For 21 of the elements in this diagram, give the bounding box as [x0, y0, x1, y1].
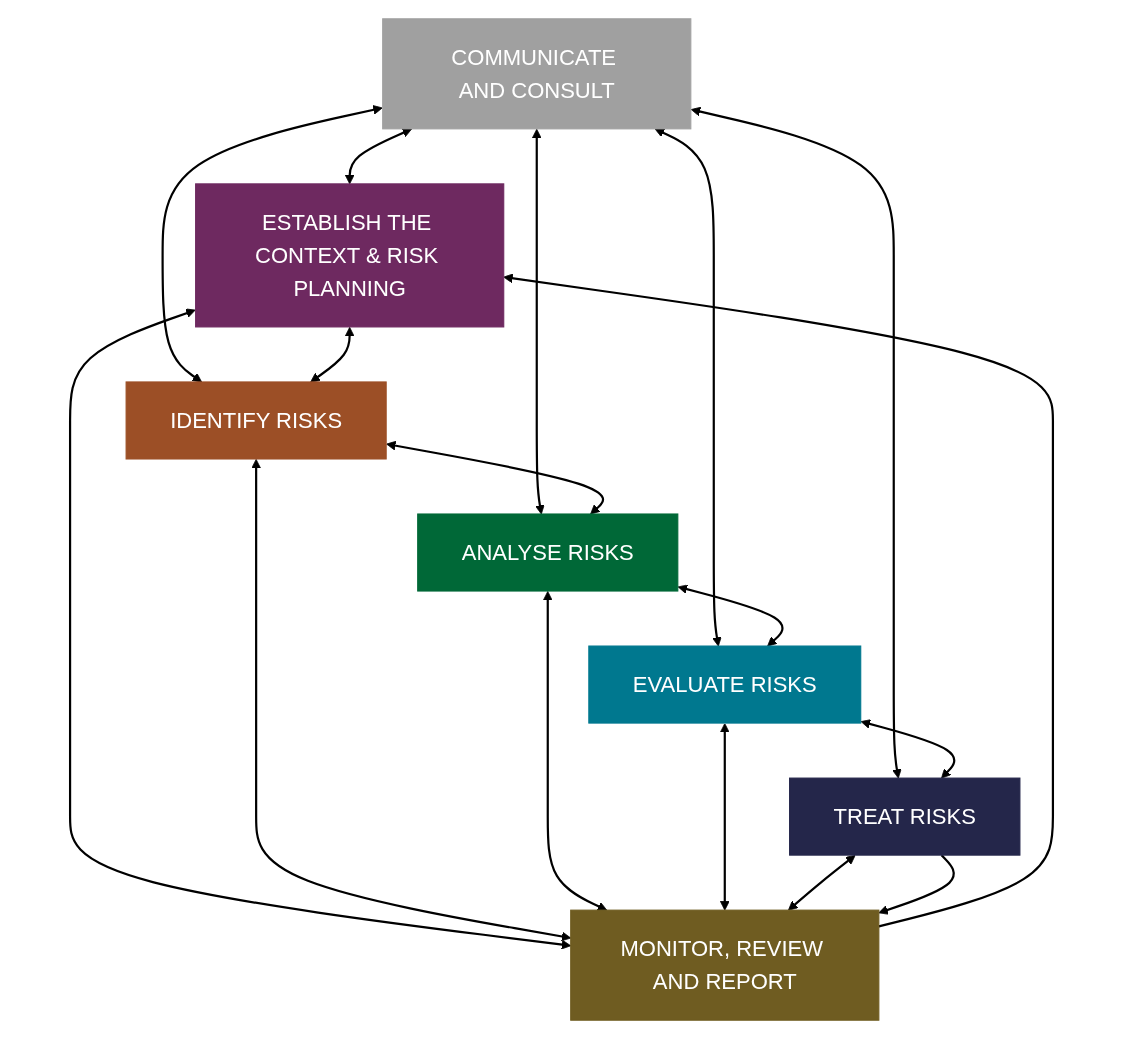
- arrow: [878, 854, 955, 915]
- node-box: IDENTIFY RISKS: [125, 381, 387, 460]
- node-box: ESTABLISH THE CONTEXT & RISK PLANNING: [195, 183, 505, 328]
- arrow: [386, 440, 605, 515]
- arrow: [531, 128, 545, 515]
- arrow: [788, 854, 856, 911]
- node-box: ANALYSE RISKS: [417, 513, 679, 592]
- arrow: [654, 128, 722, 647]
- arrow: [503, 273, 1054, 928]
- node-box: COMMUNICATE AND CONSULT: [382, 18, 692, 130]
- node-box: MONITOR, REVIEW AND REPORT: [570, 909, 880, 1021]
- arrow: [344, 128, 413, 185]
- node-box: EVALUATE RISKS: [588, 645, 862, 724]
- arrow: [860, 719, 956, 779]
- node-box: TREAT RISKS: [789, 777, 1021, 856]
- arrow: [677, 584, 784, 647]
- arrow: [690, 106, 902, 779]
- arrow: [542, 591, 608, 911]
- arrow: [161, 105, 383, 383]
- arrow: [310, 326, 355, 383]
- arrow: [719, 723, 730, 911]
